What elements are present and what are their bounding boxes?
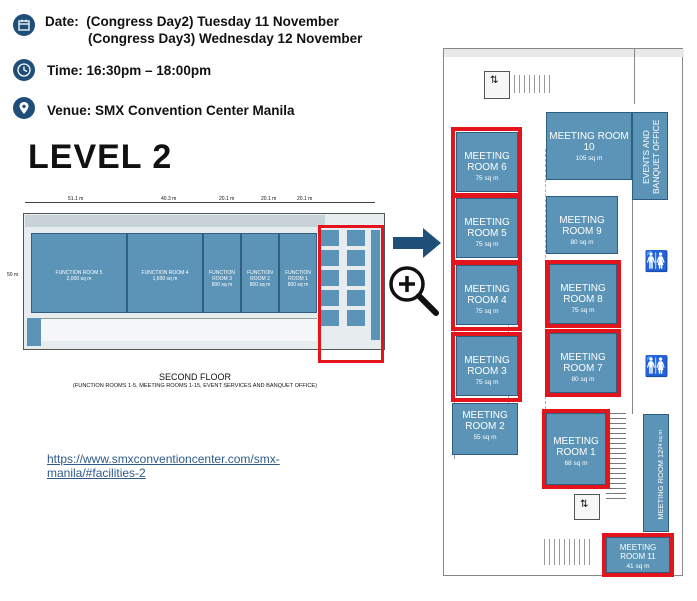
time-text: Time: 16:30pm – 18:00pm	[47, 63, 212, 78]
meeting-rooms-highlight	[318, 225, 384, 363]
zoom-in-icon	[385, 262, 443, 325]
level-title: LEVEL 2	[28, 138, 173, 176]
clock-icon	[13, 59, 35, 81]
events-banquet-office: EVENTS AND BANQUET OFFICE	[632, 112, 668, 200]
meeting-room-12-label: MEETING ROOM 1224 sq m	[656, 430, 665, 520]
highlight-meeting-room-4	[451, 261, 522, 331]
facilities-link[interactable]: https://www.smxconventioncenter.com/smx-…	[47, 452, 280, 480]
dim-label: 51.1 m	[67, 196, 85, 202]
highlight-meeting-room-6	[451, 127, 522, 197]
dim-label: 40.3 m	[160, 196, 178, 202]
meeting-room-12: MEETING ROOM 1224 sq m	[643, 414, 669, 532]
date-line-1: Date: (Congress Day2) Tuesday 11 Novembe…	[45, 14, 339, 29]
floor-subcaption: (FUNCTION ROOMS 1-5, MEETING ROOMS 1-15,…	[73, 383, 317, 389]
arrow-right-icon	[393, 228, 441, 263]
dim-label: 20.1 m	[296, 196, 314, 202]
highlight-meeting-room-3	[451, 332, 522, 402]
floor-caption: SECOND FLOOR	[158, 372, 231, 382]
overview-floor-plan: 51.1 m 40.3 m 20.1 m 20.1 m 20.1 m 50 m …	[7, 196, 390, 363]
highlight-meeting-room-7	[545, 329, 621, 397]
calendar-icon	[13, 14, 35, 36]
date-line-2: (Congress Day3) Wednesday 12 November	[88, 31, 363, 46]
highlight-meeting-room-1	[542, 409, 610, 489]
highlight-meeting-room-8	[545, 260, 621, 328]
venue-text: Venue: SMX Convention Center Manila	[47, 103, 295, 118]
location-pin-icon	[13, 97, 35, 119]
dim-label-height: 50 m	[7, 272, 19, 278]
highlight-meeting-room-11	[602, 533, 674, 577]
dim-label: 20.1 m	[260, 196, 278, 202]
highlight-meeting-room-5	[451, 194, 522, 264]
dim-label: 20.1 m	[218, 196, 236, 202]
